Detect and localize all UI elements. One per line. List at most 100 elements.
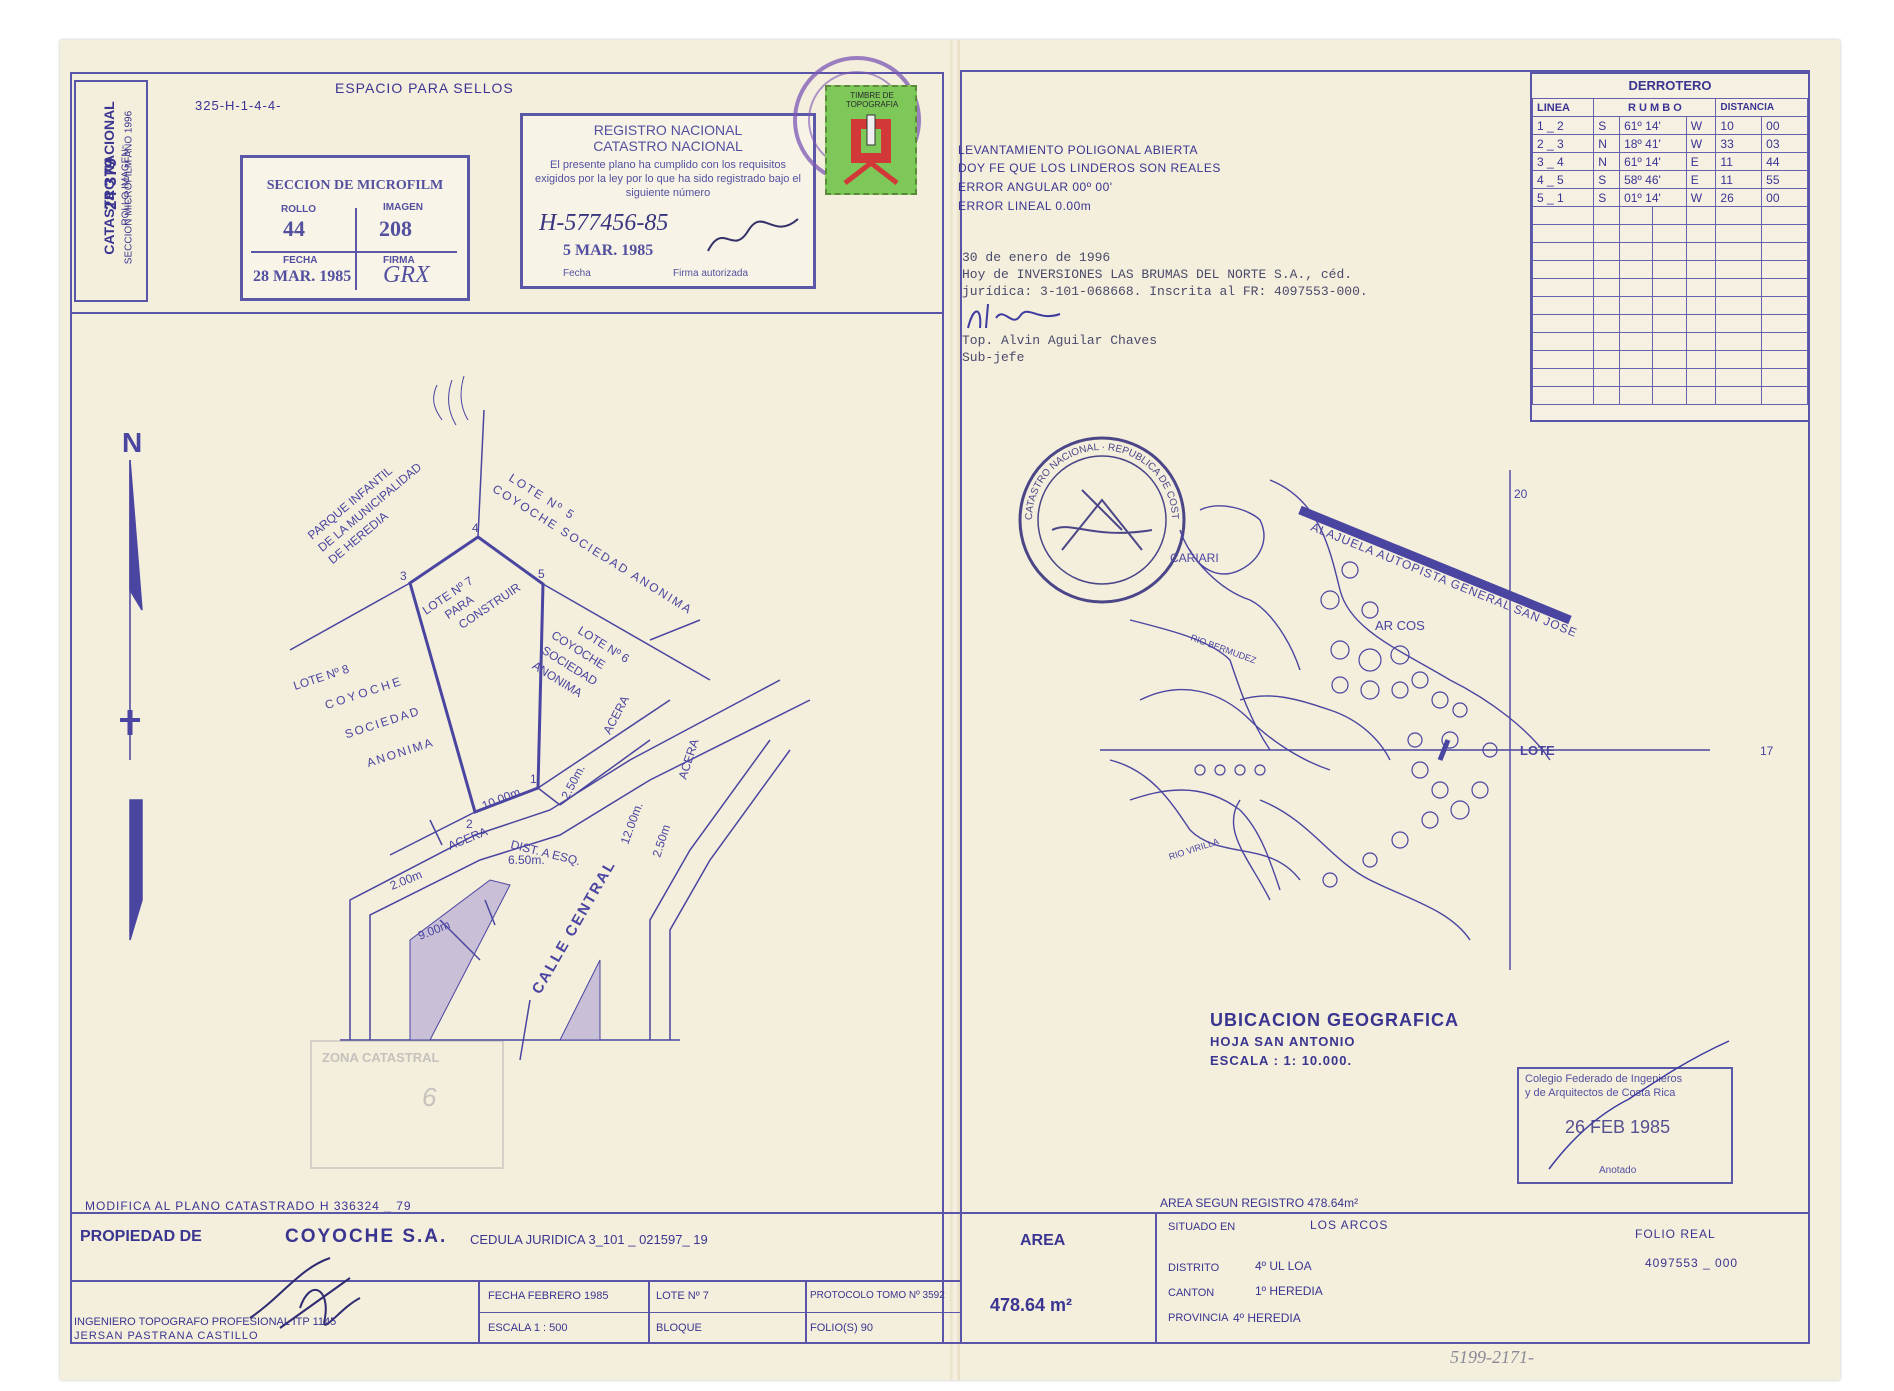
microfilm-rollo-label: ROLLO: [281, 204, 316, 215]
ubicacion-hoja: HOJA SAN ANTONIO: [1210, 1034, 1356, 1049]
colegio-signature: [1548, 1040, 1730, 1170]
empty-row: [1531, 242, 1808, 261]
registro-stamp: REGISTRO NACIONAL CATASTRO NACIONAL El p…: [520, 113, 816, 289]
area-value: 478.64 m²: [990, 1295, 1073, 1315]
pencil-note: 5199-2171-: [1450, 1347, 1534, 1367]
linea-cell: 1 _ 2: [1531, 116, 1595, 135]
ingeniero-title: INGENIERO TOPOGRAFO PROFESIONAL ITP 1145: [74, 1316, 337, 1328]
distrito-value: 4º UL LOA: [1255, 1259, 1312, 1273]
zona-stamp: ZONA CATASTRAL 6: [310, 1040, 504, 1169]
provincia-value: 4º HEREDIA: [1233, 1311, 1301, 1325]
angle-cell: 58º 46': [1619, 170, 1687, 189]
angle-cell: 01º 14': [1619, 188, 1687, 207]
colegio-line2: y de Arquitectos de Costa Rica: [1525, 1087, 1676, 1099]
point-1: 1: [530, 772, 537, 786]
catastro-seal: CATASTRO NACIONAL · REPUBLICA DE COSTA R…: [1012, 430, 1186, 604]
empty-row: [1531, 350, 1808, 369]
catastro-side-box: CATASTRO NACIONAL 24 379 ROLLO IMAGEN SE…: [74, 80, 148, 302]
empty-row: [1531, 260, 1808, 279]
survey-note-4: ERROR LINEAL 0.00m: [958, 199, 1092, 213]
dist-m-cell: 11: [1715, 152, 1763, 171]
microfilm-imagen: 208: [379, 216, 412, 241]
microfilm-rollo: 44: [283, 216, 305, 241]
ingeniero-name: JERSAN PASTRANA CASTILLO: [74, 1330, 259, 1342]
dist-cm-cell: 00: [1761, 116, 1808, 135]
dim-12m: 12.00m.: [618, 800, 646, 846]
lote8-line3: SOCIEDAD: [343, 704, 422, 742]
map-rio-bermudez: RIO BERMUDEZ: [1189, 632, 1258, 665]
ubicacion-title: UBICACION GEOGRAFICA: [1210, 1010, 1459, 1030]
colegio-date: 26 FEB 1985: [1565, 1117, 1671, 1137]
typed-subjefe: Sub-jefe: [962, 350, 1025, 365]
derrotero-header-row: LINEA R U M B O DISTANCIA: [1531, 98, 1808, 117]
point-2: 2: [466, 817, 473, 831]
area-label: AREA: [1020, 1232, 1066, 1249]
provincia-label: PROVINCIA: [1168, 1312, 1229, 1324]
catastro-side-seccion: SECCION MICROFILM AÑO 1996: [123, 110, 135, 265]
zona-number: 6: [422, 1082, 437, 1112]
timbre-text: TIMBRE DE TOPOGRAFIA: [845, 91, 899, 109]
registro-title1: REGISTRO NACIONAL: [593, 122, 743, 138]
registro-fecha-label: Fecha: [563, 268, 591, 279]
header-distancia: DISTANCIA: [1715, 98, 1808, 117]
dist-cm-cell: 55: [1761, 170, 1808, 189]
title-block: [70, 1212, 1810, 1344]
distrito-label: DISTRITO: [1168, 1262, 1220, 1274]
dir-cell: N: [1593, 152, 1621, 171]
area-registro: AREA SEGUN REGISTRO 478.64m²: [1160, 1196, 1359, 1210]
empty-row: [1531, 224, 1808, 243]
survey-note-1: LEVANTAMIENTO POLIGONAL ABIERTA: [958, 143, 1199, 157]
dir-cell: N: [1593, 134, 1621, 153]
table-row: 5 _ 1 S 01º 14' W 26 00: [1531, 188, 1808, 207]
point-4: 4: [472, 521, 479, 535]
modifica-plano: MODIFICA AL PLANO CATASTRADO H 336324 _ …: [85, 1199, 412, 1213]
map-arcos: AR COS: [1375, 618, 1425, 633]
angle-cell: 18º 41': [1619, 134, 1687, 153]
derrotero-table: LINEA R U M B O DISTANCIA 1 _ 2 S 61º 14…: [1531, 98, 1808, 405]
microfilm-stamp: SECCION DE MICROFILM ROLLO 44 IMAGEN 208…: [240, 155, 470, 301]
angle-cell: 61º 14': [1619, 152, 1687, 171]
tb-div-1: [960, 1212, 962, 1344]
map-rio-virilla: RIO VIRILLA: [1168, 836, 1221, 862]
espacio-sellos: ESPACIO PARA SELLOS: [335, 80, 514, 96]
microfilm-firma: GRX: [383, 262, 430, 288]
registro-text: El presente plano ha cumplido con los re…: [535, 159, 801, 199]
survey-plan-sheet: CATASTRO NACIONAL 24 379 ROLLO IMAGEN SE…: [60, 40, 1840, 1380]
tb-div-2: [1155, 1212, 1157, 1344]
owner-name: COYOCHE S.A.: [285, 1226, 448, 1247]
tb-row-div: [70, 1280, 960, 1282]
linea-cell: 3 _ 4: [1531, 152, 1595, 171]
dir-cell: S: [1593, 188, 1621, 207]
linea-cell: 2 _ 3: [1531, 134, 1595, 153]
dir-cell: S: [1593, 116, 1621, 135]
tb-subrow-div: [478, 1312, 960, 1313]
dist-m-cell: 10: [1715, 116, 1763, 135]
map-cariari: CARIARI: [1170, 551, 1219, 565]
bloque-cell: BLOQUE: [656, 1322, 702, 1334]
propiedad-label: PROPIEDAD DE: [80, 1228, 202, 1245]
parque-line2: DE LA MUNICIPALIDAD: [315, 460, 424, 555]
dist-m-cell: 33: [1715, 134, 1763, 153]
linea-cell: 5 _ 1: [1531, 188, 1595, 207]
timbre-logo-icon: [843, 114, 899, 185]
angle-cell: 61º 14': [1619, 116, 1687, 135]
registro-number: H-577456-85: [539, 210, 669, 236]
lote8-line1: LOTE Nº 8: [292, 662, 352, 693]
microfilm-fecha-label: FECHA: [283, 255, 318, 266]
table-row: 1 _ 2 S 61º 14' W 10 00: [1531, 116, 1808, 135]
empty-row: [1531, 314, 1808, 333]
dist-m-cell: 11: [1715, 170, 1763, 189]
microfilm-firma-label: FIRMA: [383, 255, 415, 266]
situado-value: LOS ARCOS: [1310, 1218, 1389, 1232]
dim-2-50-a: 2.50m.: [558, 762, 588, 801]
location-map: CARIARI ALAJUELA AUTOPISTA GENERAL SAN J…: [1100, 470, 1774, 970]
microfilm-imagen-label: IMAGEN: [383, 202, 423, 213]
folio-real-label: FOLIO REAL: [1635, 1227, 1716, 1241]
folios-cell: FOLIO(S) 90: [810, 1322, 873, 1334]
timbre-stamp: TIMBRE DE TOPOGRAFIA: [825, 85, 917, 195]
dir2-cell: W: [1685, 116, 1717, 135]
linea-cell: 4 _ 5: [1531, 170, 1595, 189]
typed-topografo: Top. Alvin Aguilar Chaves: [962, 333, 1158, 348]
map-lote: LOTE: [1520, 743, 1555, 758]
registro-firma-label: Firma autorizada: [673, 268, 749, 279]
